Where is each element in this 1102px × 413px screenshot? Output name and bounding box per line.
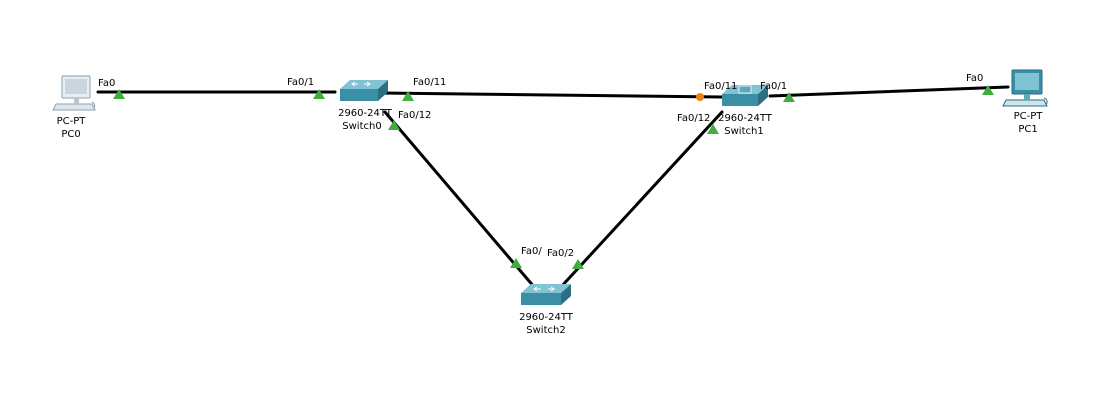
device-name-label: Switch2: [526, 325, 565, 336]
cable-switch1-pc1[interactable]: [768, 85, 1010, 98]
switch-icon: [521, 284, 571, 305]
device-model-label: 2960-24TT: [718, 113, 773, 124]
pc-icon: [52, 75, 96, 111]
switch-icon: [340, 80, 388, 101]
port-label-pc1-fa0: Fa0: [966, 73, 983, 84]
port-label-switch0-fa0-12: Fa0/12: [398, 110, 431, 121]
pc-icon: [1002, 69, 1048, 107]
link-up-indicator: [982, 85, 994, 95]
link-blocking-indicator: [696, 93, 704, 101]
device-name-label: PC0: [61, 129, 80, 140]
link-up-indicator: [510, 258, 522, 268]
port-label-switch0-fa0-1: Fa0/1: [287, 77, 314, 88]
link-up-indicator: [113, 89, 125, 99]
device-model-label: PC-PT: [57, 116, 87, 127]
device-name-label: PC1: [1018, 124, 1037, 135]
link-up-indicator: [572, 259, 584, 269]
pc1-device[interactable]: PC-PT PC1: [1002, 69, 1048, 135]
device-model-label: 2960-24TT: [338, 108, 393, 119]
port-label-switch1-fa0-11: Fa0/11: [704, 81, 737, 92]
port-label-switch1-fa0-12: Fa0/12: [677, 113, 710, 124]
link-up-indicator: [707, 124, 719, 134]
link-up-indicator: [402, 91, 414, 101]
port-label-switch2-fa0-2: Fa0/2: [547, 248, 574, 259]
port-label-switch1-fa0-1: Fa0/1: [760, 81, 787, 92]
device-model-label: PC-PT: [1014, 111, 1044, 122]
device-name-label: Switch1: [724, 126, 763, 137]
cable-switch0-switch2[interactable]: [383, 110, 537, 290]
switch0-device[interactable]: 2960-24TT Switch0: [338, 80, 393, 132]
cable-switch1-switch2[interactable]: [558, 110, 724, 290]
port-label-pc0-fa0: Fa0: [98, 78, 115, 89]
switch2-device[interactable]: 2960-24TT Switch2: [519, 284, 574, 336]
link-up-indicator: [313, 89, 325, 99]
port-label-switch0-fa0-11: Fa0/11: [413, 77, 446, 88]
link-up-indicator: [388, 120, 400, 130]
switch1-device[interactable]: 2960-24TT Switch1: [718, 85, 773, 137]
pc0-device[interactable]: PC-PT PC0: [52, 75, 96, 140]
port-label-switch2-fa0-1: Fa0/: [521, 246, 542, 257]
switch-icon: [722, 85, 768, 106]
device-name-label: Switch0: [342, 121, 381, 132]
device-model-label: 2960-24TT: [519, 312, 574, 323]
cable-switch0-switch1[interactable]: [378, 91, 724, 99]
link-up-indicator: [783, 92, 795, 102]
